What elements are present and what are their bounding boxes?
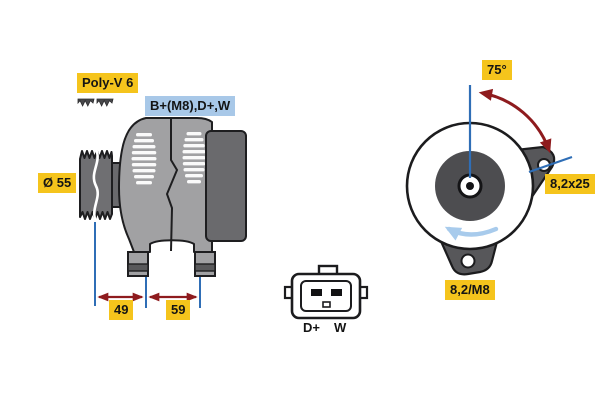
terminal-label: B+(M8),D+,W <box>145 96 236 116</box>
dimension-59-label: 59 <box>166 300 191 320</box>
connector-notch <box>322 301 331 308</box>
pulley-break-line <box>92 147 99 224</box>
belt-type-label: Poly-V 6 <box>77 73 139 93</box>
ventilation-slots-rear <box>182 132 206 184</box>
mounting-angle-label: 75° <box>482 60 512 80</box>
bolt-hole-size-label: 8,2x25 <box>545 174 595 194</box>
dimension-49-label: 49 <box>109 300 134 320</box>
connector-pin-w-label: W <box>334 320 347 335</box>
mounting-feet <box>127 251 216 277</box>
pulley-diameter-label: Ø 55 <box>38 173 77 193</box>
connector-pin-dplus <box>311 289 322 296</box>
angle-arc-arrow-icon <box>478 88 552 154</box>
connector-pin-w <box>331 289 342 296</box>
connector-plug <box>283 264 369 320</box>
dimension-lines <box>94 222 201 308</box>
shaft-center-dot <box>466 182 474 190</box>
alternator-side-view <box>77 98 247 277</box>
rotation-direction-arrow-icon <box>444 226 499 241</box>
bolt-hole-bottom <box>460 253 476 269</box>
mounting-hole-size-label: 8,2/M8 <box>445 280 495 300</box>
belt-profile-icon <box>77 98 114 107</box>
ventilation-slots-front <box>131 133 157 185</box>
connector-pin-dplus-label: D+ <box>303 320 320 335</box>
rear-housing <box>205 130 247 242</box>
body-seam-line <box>165 119 179 252</box>
alternator-front-view <box>405 85 573 276</box>
lug-axis-line <box>528 155 573 174</box>
